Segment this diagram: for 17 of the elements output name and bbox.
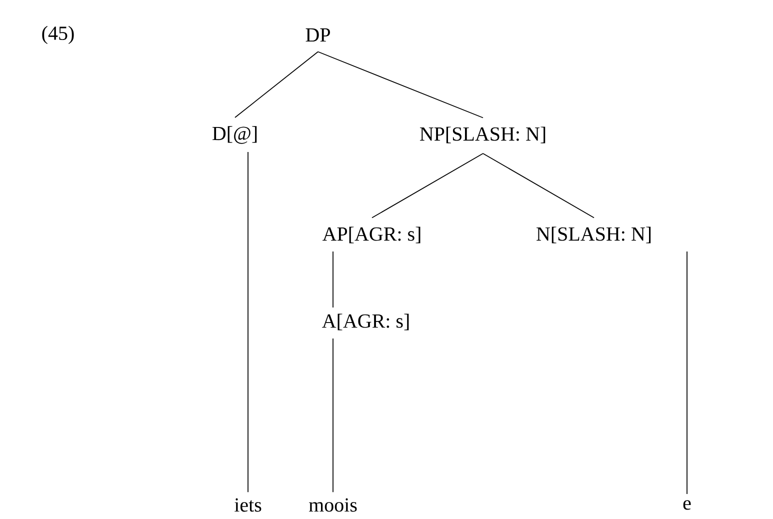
branch-line <box>686 251 688 494</box>
category-label: e <box>683 500 691 510</box>
branch-line <box>372 153 484 218</box>
category-label: NP[SLASH: N] <box>420 126 546 144</box>
category-label: N[SLASH: N] <box>536 226 651 244</box>
category-label: A[AGR: s] <box>322 314 409 330</box>
branch-line <box>318 51 484 118</box>
branch-line <box>482 153 594 218</box>
category-label: D[@] <box>212 126 257 144</box>
branch-line <box>332 251 334 308</box>
category-label: iets <box>234 498 262 512</box>
branch-line <box>234 51 318 118</box>
branch-line <box>332 338 334 493</box>
category-label: moois <box>308 498 357 512</box>
example-number: (45) <box>42 26 74 44</box>
category-label: DP <box>306 28 330 42</box>
category-label: AP[AGR: s] <box>322 226 420 244</box>
